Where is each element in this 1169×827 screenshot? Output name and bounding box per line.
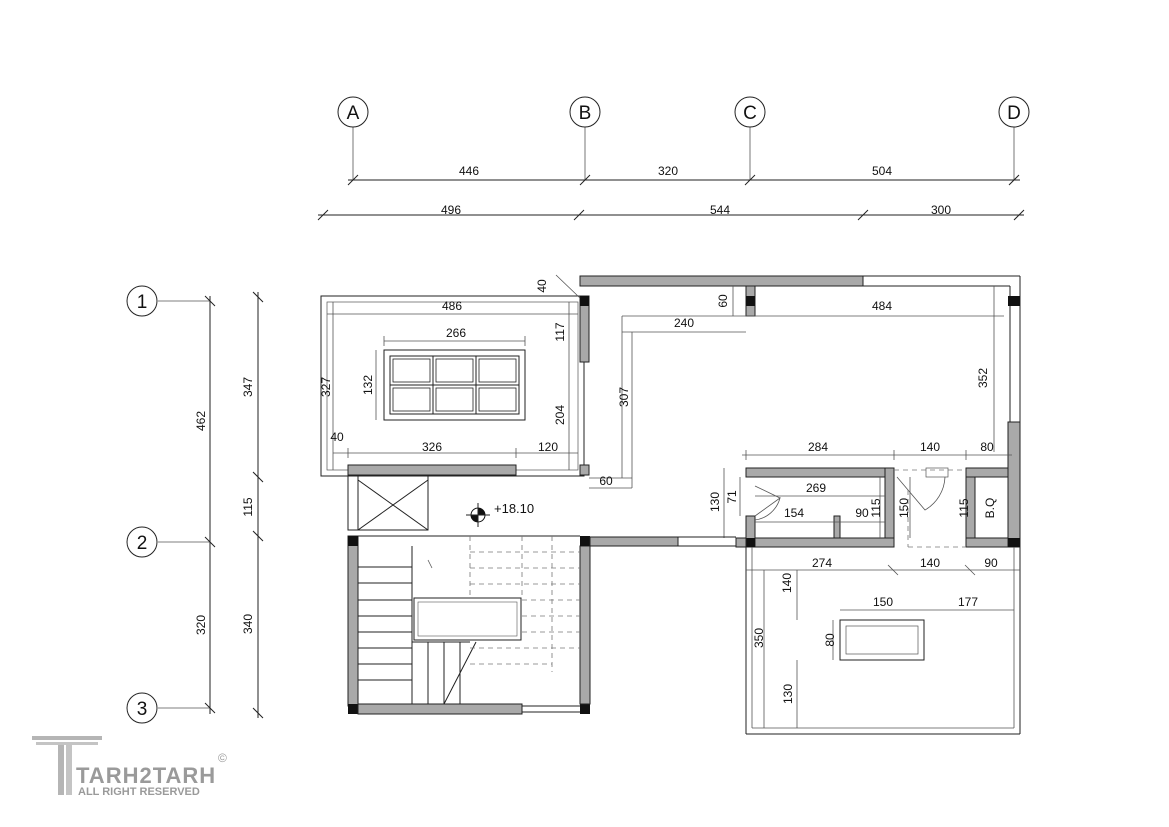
skylight	[383, 349, 526, 421]
dim-120: 120	[538, 440, 558, 454]
grid-label-a: A	[347, 103, 360, 124]
dim-150: 150	[897, 498, 911, 518]
level-marker: +18.10	[466, 501, 534, 527]
dim-327: 327	[319, 377, 333, 397]
brand-watermark: TARH2TARH © ALL RIGHT RESERVED	[32, 736, 227, 798]
right-lower-terrace: 274 140 90 140 150 177 80 350 130	[745, 547, 1021, 735]
grid-label-d: D	[1007, 103, 1021, 124]
dim-130-lower: 130	[781, 684, 795, 704]
dim-486: 486	[442, 299, 462, 313]
dim-left-115: 115	[241, 497, 255, 516]
dim-274: 274	[812, 556, 832, 570]
watermark-copyright: ©	[218, 751, 227, 765]
stair-core	[347, 475, 736, 715]
dim-60-bottom: 60	[599, 474, 613, 488]
dim-40-bottom: 40	[330, 430, 344, 444]
dim-204: 204	[553, 405, 567, 425]
grid-bubble-b: B	[569, 96, 601, 128]
dim-350: 350	[752, 628, 766, 648]
grid-label-c: C	[743, 103, 757, 124]
dim-132: 132	[361, 375, 375, 395]
dim-352: 352	[976, 368, 990, 388]
dim-307: 307	[617, 387, 631, 407]
dim-left-320: 320	[194, 615, 208, 635]
left-room: 486 266 132 327 117 204 40 40 326 120	[319, 274, 590, 477]
watermark-brand: TARH2TARH	[76, 763, 216, 788]
grid-axes: A B C D 1 2 3	[126, 96, 1030, 724]
dim-40-top: 40	[535, 279, 549, 293]
brand-logo-icon	[32, 736, 102, 795]
dim-80-lower: 80	[823, 633, 837, 647]
dim-top-504: 504	[872, 164, 892, 178]
room-tag-bq: B.Q	[983, 498, 997, 519]
top-dimension-chains: 446 320 504 496 544 300	[317, 164, 1025, 221]
dim-150-lower: 150	[873, 595, 893, 609]
dim-top-300: 300	[931, 203, 951, 217]
dim-140-vertical: 140	[780, 573, 794, 593]
dim-90-upper: 90	[855, 506, 869, 520]
dim-240: 240	[674, 316, 694, 330]
grid-bubble-3: 3	[126, 692, 158, 724]
level-value: +18.10	[494, 501, 534, 516]
dim-left-347: 347	[241, 377, 255, 397]
dim-top-446: 446	[459, 164, 479, 178]
dim-117: 117	[553, 322, 567, 341]
dim-top-544: 544	[710, 203, 730, 217]
dim-115-a: 115	[869, 498, 883, 517]
grid-label-1: 1	[137, 292, 148, 313]
left-dimension-chains: 462 320 347 115 340	[194, 291, 264, 719]
grid-bubble-d: D	[998, 96, 1030, 128]
dim-140-lower: 140	[920, 556, 940, 570]
dim-130-upper: 130	[708, 492, 722, 512]
grid-label-b: B	[579, 103, 592, 124]
dim-154: 154	[784, 506, 804, 520]
dim-326: 326	[422, 440, 442, 454]
dim-484: 484	[872, 299, 892, 313]
watermark-tagline: ALL RIGHT RESERVED	[78, 786, 200, 798]
grid-label-3: 3	[137, 699, 148, 720]
dim-80-top: 80	[980, 440, 994, 454]
dim-284: 284	[808, 440, 828, 454]
right-upper-rooms: 284 140 80 130 71 269 154 90 115 150 115…	[708, 421, 1021, 548]
dim-115-b: 115	[957, 498, 971, 517]
dim-left-340: 340	[241, 614, 255, 634]
grid-label-2: 2	[137, 533, 148, 554]
dim-top-496: 496	[441, 203, 461, 217]
main-walls: 60 240 484 307 60 352	[579, 275, 1021, 489]
dim-266: 266	[446, 326, 466, 340]
grid-bubble-1: 1	[126, 285, 158, 317]
dim-90-lower: 90	[984, 556, 998, 570]
grid-bubble-c: C	[734, 96, 766, 128]
dim-140-top: 140	[920, 440, 940, 454]
dim-71: 71	[725, 490, 739, 504]
dim-177: 177	[958, 595, 978, 609]
dim-60-top: 60	[716, 294, 730, 308]
dim-269: 269	[806, 481, 826, 495]
grid-bubble-a: A	[337, 96, 369, 128]
dim-left-462: 462	[194, 411, 208, 431]
dim-top-320: 320	[658, 164, 678, 178]
grid-bubble-2: 2	[126, 526, 158, 558]
